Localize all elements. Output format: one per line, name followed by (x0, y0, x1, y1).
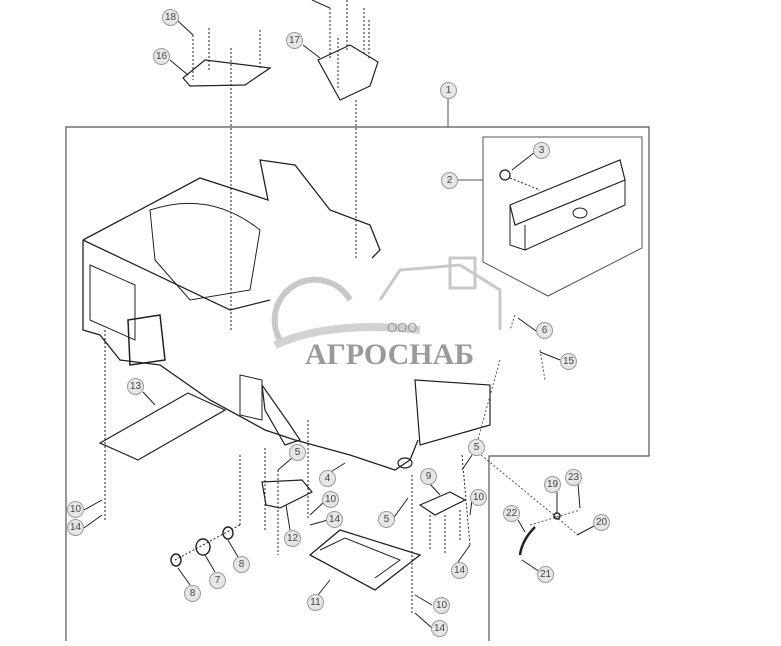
callout-16: 16 (153, 48, 170, 65)
callout-12: 12 (284, 530, 301, 547)
callout-10: 10 (433, 597, 450, 614)
callout-23: 23 (565, 469, 582, 486)
callout-11: 11 (307, 594, 324, 611)
beam (509, 159, 626, 226)
callout-5: 5 (378, 511, 395, 528)
callout-17: 17 (286, 32, 303, 49)
callout-3: 3 (533, 142, 550, 159)
callout-10: 10 (470, 489, 487, 506)
callout-8: 8 (233, 556, 250, 573)
callout-22: 22 (503, 505, 520, 522)
callout-14: 14 (67, 519, 84, 536)
bracket-12 (261, 479, 313, 509)
plate-16 (182, 59, 272, 87)
callout-5: 5 (468, 439, 485, 456)
callout-8: 8 (184, 585, 201, 602)
bushing-7 (195, 538, 211, 556)
ring-8a (222, 526, 234, 540)
plate-13 (98, 392, 227, 461)
callout-13: 13 (127, 378, 144, 395)
callout-14: 14 (326, 511, 343, 528)
callout-1: 1 (440, 82, 457, 99)
callout-21: 21 (537, 566, 554, 583)
callout-18: 18 (162, 9, 179, 26)
hose-22 (518, 526, 536, 556)
plate-9 (418, 491, 467, 516)
main-frame (82, 159, 419, 471)
callout-2: 2 (441, 172, 458, 189)
watermark-logo (271, 256, 502, 349)
ring-8b (170, 553, 182, 567)
subassembly-inset (482, 136, 643, 297)
callout-19: 19 (544, 476, 561, 493)
callout-9: 9 (420, 468, 437, 485)
watermark-brand: АГРОСНАБ (305, 338, 475, 371)
callout-10: 10 (67, 501, 84, 518)
callout-6: 6 (536, 322, 553, 339)
callout-20: 20 (593, 514, 610, 531)
plate-11 (308, 529, 422, 591)
callout-15: 15 (560, 353, 577, 370)
assembly-frame (65, 126, 650, 641)
callout-10: 10 (322, 491, 339, 508)
callout-14: 14 (431, 620, 448, 637)
callout-14: 14 (451, 562, 468, 579)
callout-7: 7 (209, 572, 226, 589)
watermark-prefix: ООО (387, 320, 418, 335)
plate-17 (317, 44, 379, 101)
callout-5: 5 (289, 444, 306, 461)
callout-4: 4 (319, 470, 336, 487)
